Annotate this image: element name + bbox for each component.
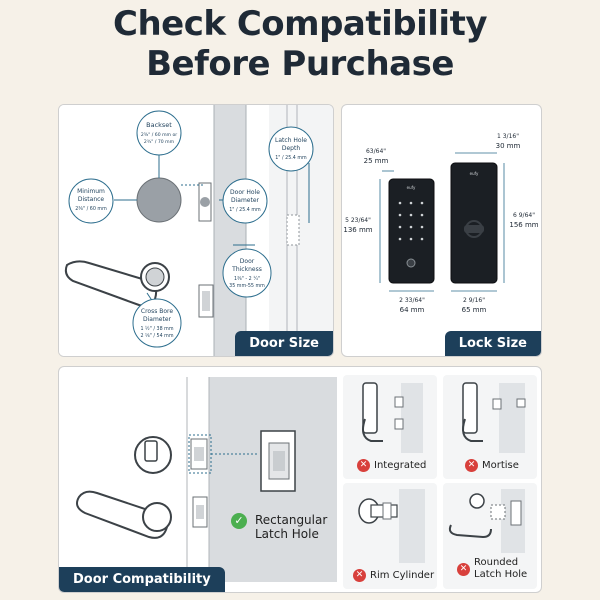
back-brand: eufy (470, 171, 479, 176)
option-rim-label: ✕ Rim Cylinder (353, 569, 434, 582)
door-compat-panel: ✓ Rectangular Latch Hole ✕ Integrated (58, 366, 542, 593)
lock-size-panel: eufy eufy 63/64" 25 mm 5 23/64" 136 mm 2… (341, 104, 542, 357)
option-integrated-tile: ✕ Integrated (343, 375, 437, 479)
backset-value-2: 2¾" / 70 mm (144, 139, 175, 145)
door-thickness-value-2: 35 mm-55 mm (229, 283, 265, 289)
front-depth-metric: 25 mm (364, 157, 389, 165)
back-height-metric: 156 mm (509, 221, 538, 229)
cross-bore-value-1: 1 ½" / 38 mm (140, 325, 173, 332)
door-hole-title-1: Door Hole (230, 189, 260, 196)
backset-title: Backset (146, 121, 172, 129)
door-thickness-value-1: 1⅜" - 2 ¼" (234, 276, 260, 282)
option-rim-text: Rim Cylinder (370, 570, 435, 581)
option-mortise-tile: ✕ Mortise (443, 375, 537, 479)
lock-size-label: Lock Size (444, 331, 541, 356)
cross-bore-title-1: Cross Bore (141, 308, 173, 315)
title-line-2: Before Purchase (146, 44, 454, 84)
cross-bore-title-2: Diameter (143, 316, 172, 323)
back-depth-metric: 30 mm (496, 142, 521, 150)
x-icon: ✕ (465, 459, 478, 472)
cross-bore-value-2: 2 ⅛" / 54 mm (140, 333, 173, 339)
min-distance-title-2: Distance (78, 196, 105, 203)
option-integrated-text: Integrated (374, 460, 427, 471)
front-brand: eufy (407, 185, 416, 190)
door-size-label: Door Size (235, 331, 333, 356)
door-thickness-title-1: Door (240, 258, 255, 265)
door-size-diagram: Backset 2⅜" / 60 mm or 2¾" / 70 mm Minim… (59, 105, 333, 356)
x-icon: ✕ (457, 563, 470, 576)
door-compat-label: Door Compatibility (59, 567, 225, 592)
option-rounded-text-2: Latch Hole (474, 569, 528, 580)
front-height-imperial: 5 23/64" (345, 217, 371, 224)
integrated-lock-icon (362, 382, 423, 453)
option-mortise-text: Mortise (482, 460, 519, 471)
door-thickness-title-2: Thickness (231, 266, 262, 273)
back-depth-imperial: 1 3/16" (497, 133, 519, 140)
rim-cylinder-icon (358, 489, 425, 563)
option-mortise-label: ✕ Mortise (465, 459, 519, 472)
latch-depth-title-2: Depth (282, 145, 300, 152)
backset-value-1: 2⅜" / 60 mm or (141, 132, 177, 138)
door-hole-title-2: Diameter (231, 197, 260, 204)
option-rounded-label: ✕ Rounded Latch Hole (457, 557, 527, 581)
compat-main-diagram (71, 377, 337, 582)
mortise-lock-icon (462, 382, 526, 453)
rounded-latch-icon (448, 489, 525, 553)
latch-depth-value: 1" / 25.4 mm (275, 155, 307, 161)
back-width-imperial: 2 9/16" (463, 297, 485, 304)
option-integrated-label: ✕ Integrated (357, 459, 426, 472)
option-rim-tile: ✕ Rim Cylinder (343, 483, 437, 589)
door-hole-value: 1" / 25.4 mm (229, 207, 261, 213)
main-ok-line-1: Rectangular (255, 513, 328, 527)
min-distance-value: 2⅜" / 60 mm (75, 206, 107, 212)
check-icon: ✓ (231, 513, 247, 529)
front-width-metric: 64 mm (400, 306, 425, 314)
option-rounded-tile: ✕ Rounded Latch Hole (443, 483, 537, 589)
bore-hole-icon (136, 177, 182, 223)
main-ok-line-2: Latch Hole (255, 527, 319, 541)
front-height-metric: 136 mm (343, 226, 372, 234)
door-size-panel: Backset 2⅜" / 60 mm or 2¾" / 70 mm Minim… (58, 104, 334, 357)
title-line-1: Check Compatibility (113, 4, 487, 44)
x-icon: ✕ (357, 459, 370, 472)
back-width-metric: 65 mm (462, 306, 487, 314)
min-distance-title-1: Minimum (77, 188, 105, 195)
main-ok-label: ✓ Rectangular Latch Hole (231, 513, 327, 541)
option-rounded-text-1: Rounded (474, 557, 519, 568)
latch-depth-title-1: Latch Hole (275, 137, 307, 144)
back-height-imperial: 6 9/64" (513, 212, 535, 219)
front-width-imperial: 2 33/64" (399, 297, 425, 304)
x-icon: ✕ (353, 569, 366, 582)
front-depth-imperial: 63/64" (366, 148, 386, 155)
lock-size-diagram: eufy eufy 63/64" 25 mm 5 23/64" 136 mm 2… (343, 133, 538, 314)
page-title: Check Compatibility Before Purchase (0, 0, 600, 92)
